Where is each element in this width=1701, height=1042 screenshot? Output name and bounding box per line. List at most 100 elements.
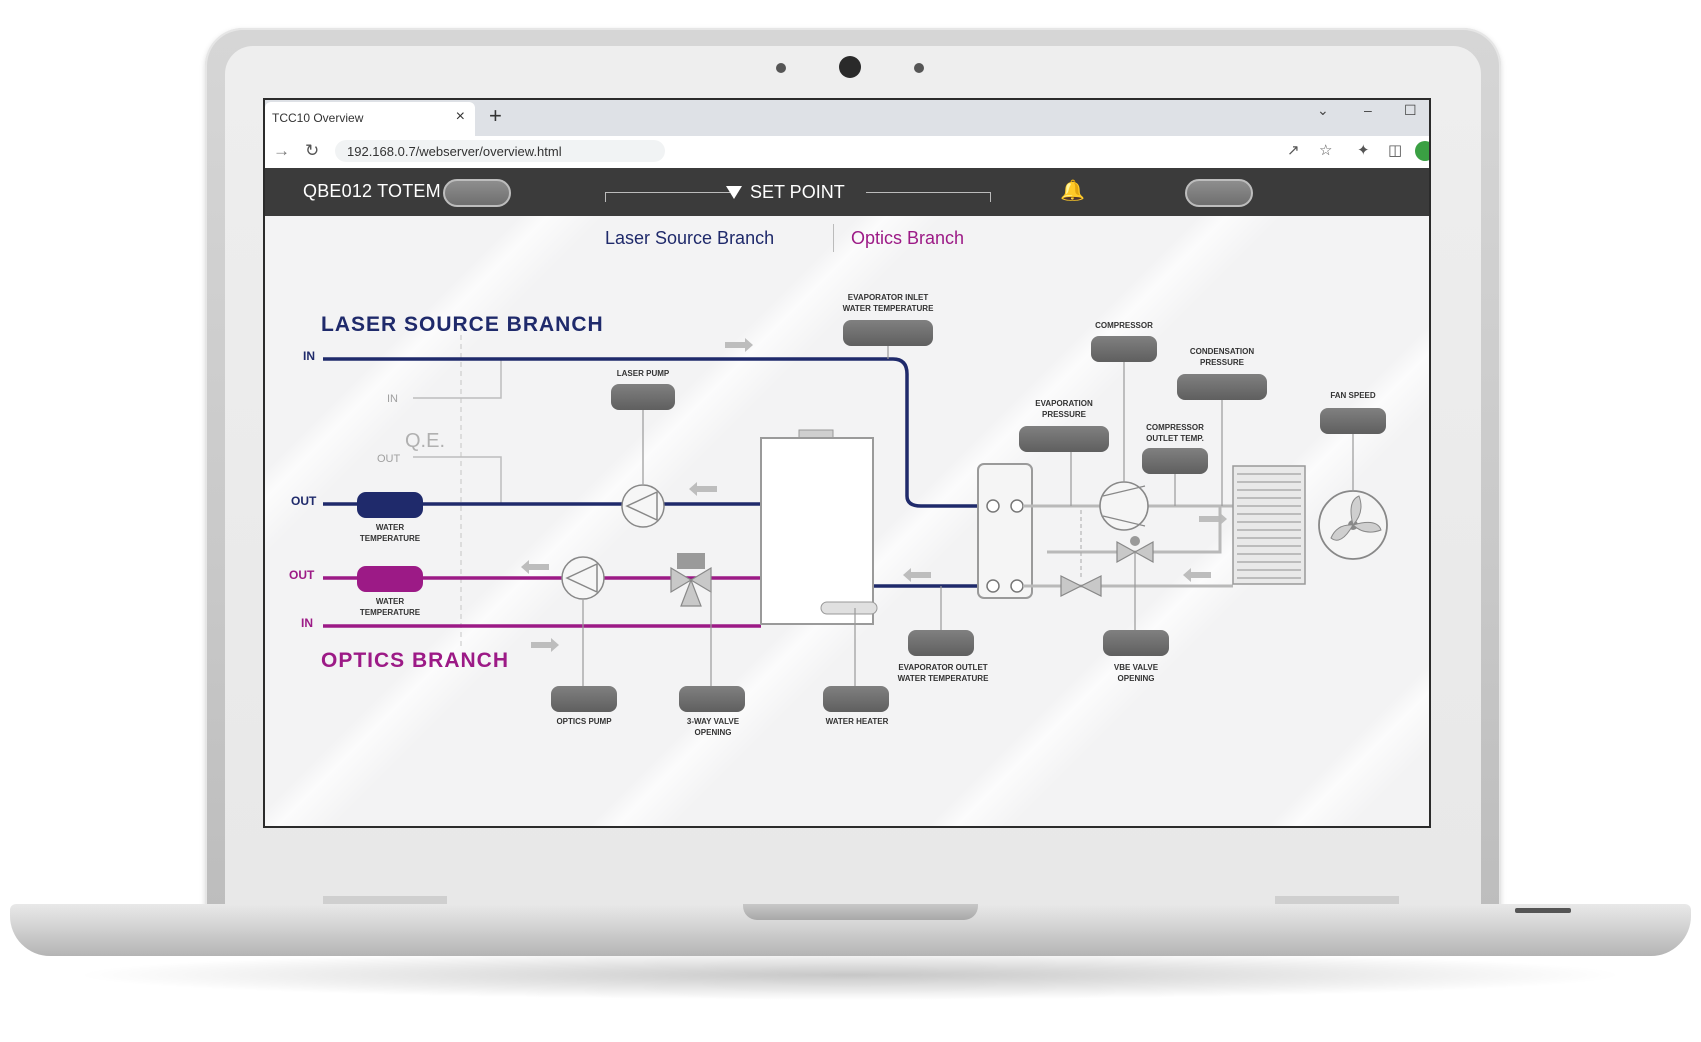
unit-status-pill[interactable] [443, 179, 511, 207]
alarm-status-pill[interactable] [1185, 179, 1253, 207]
qe-out-label: OUT [377, 453, 401, 465]
compressor-label: COMPRESSOR [1095, 321, 1153, 330]
condensation-pressure-label-2: PRESSURE [1200, 358, 1245, 367]
hx-port [1010, 579, 1024, 593]
optics-water-temp-label-2: TEMPERATURE [360, 608, 421, 617]
laser-in-pipe [323, 357, 977, 508]
tab-laser-source-branch[interactable]: Laser Source Branch [605, 228, 775, 248]
tab-search-icon[interactable]: ⌄ [1317, 102, 1329, 118]
flow-arrow [531, 638, 559, 652]
setpoint-bracket-left [605, 192, 730, 202]
three-way-valve-gauge[interactable] [679, 686, 745, 712]
reload-icon[interactable]: ↻ [305, 141, 320, 160]
evap-outlet-gauge[interactable] [908, 630, 974, 656]
three-way-valve-label-1: 3-WAY VALVE [687, 717, 740, 726]
compressor-outlet-label-1: COMPRESSOR [1146, 423, 1204, 432]
flow-arrow [521, 560, 549, 574]
evap-pressure-gauge[interactable] [1019, 426, 1109, 452]
profile-avatar[interactable] [1415, 141, 1429, 161]
water-heater-label: WATER HEATER [826, 717, 889, 726]
qe-in-label: IN [387, 393, 398, 405]
address-bar: → ↻ 192.168.0.7/webserver/overview.html … [265, 136, 1429, 169]
evap-inlet-gauge[interactable] [843, 320, 933, 346]
optics-pump-triangle [565, 562, 598, 594]
vbe-valve-gauge[interactable] [1103, 630, 1169, 656]
minimize-icon[interactable]: – [1364, 102, 1372, 118]
laser-pump-gauge[interactable] [611, 384, 675, 410]
optics-out-label: OUT [289, 568, 315, 582]
tank-cap [798, 429, 834, 439]
laser-pump-triangle [625, 490, 658, 522]
url-field[interactable]: 192.168.0.7/webserver/overview.html [335, 140, 665, 162]
flow-arrow [725, 338, 753, 352]
setpoint-dropdown-icon[interactable] [726, 186, 742, 199]
browser-tabbar: TCC10 Overview × + ⌄ – ☐ [265, 100, 1429, 136]
fan-blades [1330, 495, 1382, 541]
optics-in-label: IN [301, 616, 313, 630]
branch-tab-divider [833, 224, 834, 252]
screen: TCC10 Overview × + ⌄ – ☐ → ↻ 192.168.0.7… [263, 98, 1431, 828]
laser-branch-title: LASER SOURCE BRANCH [321, 313, 604, 336]
tab-optics-branch[interactable]: Optics Branch [851, 228, 965, 248]
optics-pump-icon [561, 556, 605, 600]
evap-pressure-label-2: PRESSURE [1042, 410, 1087, 419]
browser-tab[interactable]: TCC10 Overview × [265, 102, 475, 136]
webcam [839, 56, 861, 78]
evap-outlet-label-1: EVAPORATOR OUTLET [898, 663, 987, 672]
qe-out-line [413, 456, 502, 504]
base-notch [743, 904, 978, 920]
vbe-valve-label-1: VBE VALVE [1114, 663, 1159, 672]
laptop-base [10, 896, 1691, 956]
laser-water-temp-indicator [357, 492, 423, 518]
laser-pump-label: LASER PUMP [617, 369, 670, 378]
condensation-pressure-gauge[interactable] [1177, 374, 1267, 400]
laser-water-temp-label-1: WATER [376, 523, 405, 532]
three-way-valve-actuator [677, 553, 705, 569]
three-way-valve-label-2: OPENING [695, 728, 732, 737]
optics-branch-title: OPTICS BRANCH [321, 649, 509, 672]
optics-pump-label: OPTICS PUMP [556, 717, 612, 726]
setpoint-label[interactable]: SET POINT [750, 182, 845, 202]
qe-in-line [413, 359, 502, 399]
flow-arrow [903, 568, 931, 582]
compressor-icon-detail [1102, 485, 1146, 527]
three-way-valve-icon [670, 566, 712, 607]
laser-water-temp-label-2: TEMPERATURE [360, 534, 421, 543]
maximize-icon[interactable]: ☐ [1404, 102, 1417, 118]
vbe-valve-actuator [1130, 536, 1140, 546]
hinge-right [1275, 896, 1399, 904]
qe-label: Q.E. [405, 430, 445, 452]
compressor-outlet-gauge[interactable] [1142, 448, 1208, 474]
fan-speed-label: FAN SPEED [1330, 391, 1376, 400]
heat-exchanger [977, 463, 1033, 599]
tab-title: TCC10 Overview [272, 111, 364, 125]
compressor-gauge[interactable] [1091, 336, 1157, 362]
condenser-coil [1232, 465, 1306, 585]
refrigerant-hotgas-bypass [1047, 506, 1222, 554]
forward-icon[interactable]: → [273, 141, 290, 160]
flow-arrow [1199, 512, 1227, 526]
water-tank [760, 437, 874, 625]
new-tab-button[interactable]: + [489, 103, 502, 128]
hinge-left [323, 896, 447, 904]
optics-pump-gauge[interactable] [551, 686, 617, 712]
tab-close-icon[interactable]: × [455, 108, 465, 125]
alarm-bell-icon[interactable]: 🔔 [1060, 180, 1085, 202]
bookmark-star-icon[interactable]: ☆ [1319, 142, 1333, 159]
laser-in-label: IN [303, 349, 315, 363]
condensation-pressure-label-1: CONDENSATION [1190, 347, 1255, 356]
side-panel-icon[interactable]: ◫ [1388, 142, 1403, 159]
share-icon[interactable]: ↗ [1287, 142, 1300, 159]
url-text: 192.168.0.7/webserver/overview.html [347, 144, 562, 159]
hx-port [986, 579, 1000, 593]
extensions-icon[interactable]: ✦ [1357, 142, 1370, 159]
compressor-outlet-label-2: OUTLET TEMP. [1146, 434, 1204, 443]
setpoint-bracket-right [866, 192, 991, 202]
evap-pressure-label-1: EVAPORATION [1035, 399, 1093, 408]
fan-speed-gauge[interactable] [1320, 408, 1386, 434]
compressor-icon [1099, 481, 1149, 531]
brand-title: QBE012 TOTEM [303, 181, 441, 201]
laser-out-label: OUT [291, 494, 317, 508]
water-heater-gauge[interactable] [823, 686, 889, 712]
base-port [1515, 908, 1571, 913]
